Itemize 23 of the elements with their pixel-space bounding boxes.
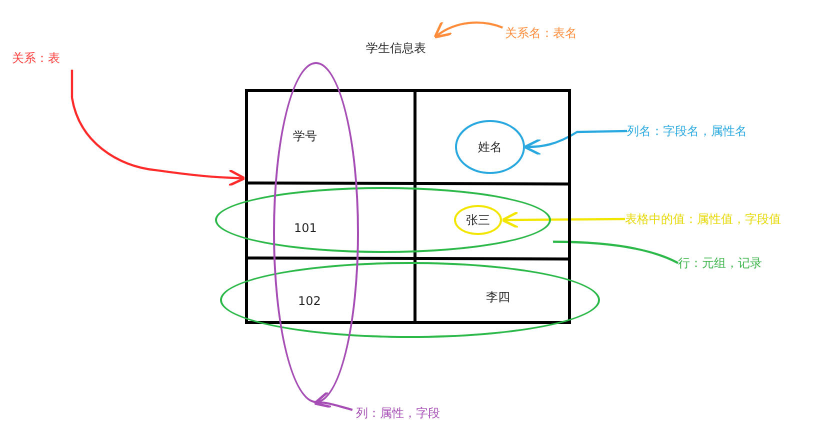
- leader-line: [553, 240, 678, 264]
- annotation: 列：属性，字段: [356, 404, 446, 422]
- row-ellipse: [215, 187, 551, 253]
- annotation: 表格中的值：属性值，字段值: [625, 210, 795, 228]
- annotation: 关系：表: [12, 49, 72, 67]
- arrow: [524, 130, 628, 156]
- cell-text: 李四: [486, 289, 510, 306]
- row-ellipse: [220, 262, 600, 338]
- cell-text: 102: [298, 294, 321, 308]
- arrow: [501, 210, 625, 229]
- arrow: [313, 392, 353, 411]
- highlight-ellipse: 姓名: [455, 120, 525, 174]
- arrow: [434, 20, 503, 38]
- annotation: 行：元组，记录: [678, 254, 778, 272]
- column-ellipse: [273, 62, 359, 403]
- highlight-ellipse: 张三: [454, 205, 502, 235]
- annotation: 列名：字段名，属性名: [627, 122, 757, 140]
- table-title: 学生信息表: [366, 39, 434, 57]
- cell-text: 学号: [293, 128, 317, 145]
- arrow: [70, 70, 246, 187]
- table-grid: [245, 89, 571, 324]
- annotation: 关系名：表名: [505, 24, 585, 42]
- cell-text: 101: [294, 221, 317, 235]
